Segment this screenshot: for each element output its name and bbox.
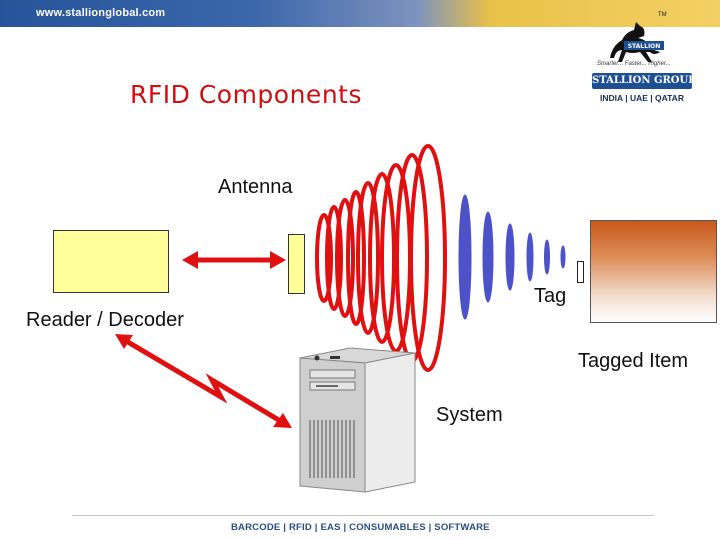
system-link-arrow bbox=[115, 334, 292, 428]
stallion-logo: STALLION bbox=[610, 22, 664, 62]
stallion-badge bbox=[624, 41, 664, 50]
radio-waves-red bbox=[315, 144, 447, 372]
footer-divider bbox=[72, 515, 654, 516]
wave-ring bbox=[346, 190, 366, 326]
wave-ring bbox=[325, 205, 343, 311]
website-url: www.stallionglobal.com bbox=[36, 7, 166, 19]
wave-blue bbox=[482, 211, 494, 303]
wave-blue bbox=[458, 194, 472, 320]
wave-blue bbox=[505, 223, 515, 291]
header-bar bbox=[0, 0, 720, 27]
tag-label: Tag bbox=[534, 285, 567, 307]
footer-product-lines: BARCODE | RFID | EAS | CONSUMABLES | SOF… bbox=[231, 522, 490, 533]
tag-chip bbox=[577, 261, 584, 283]
logo-tagline: Smarter... Faster... Higher... bbox=[597, 61, 671, 67]
system-label: System bbox=[436, 404, 503, 426]
computer-tower-icon bbox=[299, 347, 416, 493]
wave-blue bbox=[544, 239, 550, 275]
wave-ring bbox=[368, 172, 396, 344]
wave-blue bbox=[560, 245, 566, 269]
antenna-label: Antenna bbox=[218, 176, 293, 198]
reader-decoder-label: Reader / Decoder bbox=[26, 309, 184, 331]
wave-blue bbox=[526, 232, 534, 282]
wave-ring bbox=[335, 198, 355, 318]
tagged-item-box bbox=[590, 220, 717, 323]
reader-decoder-box bbox=[53, 230, 169, 293]
slide-title: RFID Components bbox=[130, 80, 362, 109]
brand-name: STALLION GROUP bbox=[592, 73, 696, 89]
vent-grille bbox=[309, 420, 355, 478]
brand-countries: INDIA | UAE | QATAR bbox=[600, 93, 684, 103]
wave-ring bbox=[409, 144, 447, 372]
wave-ring bbox=[315, 213, 333, 303]
trademark-mark: TM bbox=[658, 12, 667, 18]
wave-ring bbox=[356, 181, 380, 335]
reader-antenna-arrow bbox=[182, 251, 286, 269]
radio-waves-blue bbox=[458, 194, 566, 320]
logo-badge-text: STALLION bbox=[628, 43, 661, 50]
antenna-box bbox=[288, 234, 305, 294]
tagged-item-label: Tagged Item bbox=[578, 350, 689, 372]
